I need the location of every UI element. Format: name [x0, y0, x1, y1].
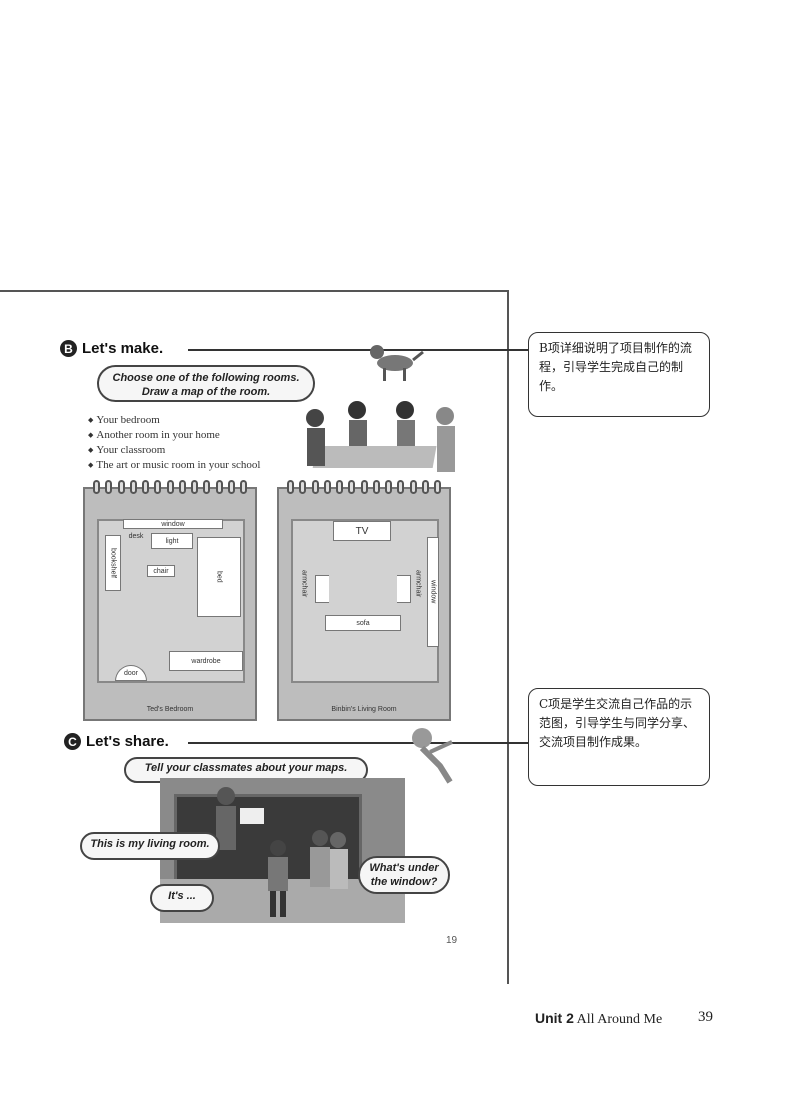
page-number: 39	[698, 1009, 713, 1025]
section-b-heading: B Let's make.	[60, 340, 163, 357]
inner-page-number: 19	[446, 935, 458, 946]
room-option: Another room in your home	[88, 428, 260, 443]
teds-bedroom-caption: Ted's Bedroom	[146, 706, 194, 713]
section-c-title: Let's share.	[86, 733, 169, 750]
window-label: window	[427, 537, 439, 647]
students-illustration	[216, 787, 348, 917]
callout-b-leader	[188, 349, 528, 351]
door-label: door	[115, 665, 147, 681]
bookshelf-label: bookshelf	[105, 535, 121, 591]
children-drawing-illustration	[306, 401, 455, 472]
flying-girl-illustration	[412, 728, 453, 784]
section-c-badge: C	[64, 733, 81, 750]
window-label: window	[123, 519, 223, 529]
section-c-heading: C Let's share.	[64, 733, 169, 750]
footer-unit-title: All Around Me	[576, 1012, 663, 1027]
room-option: The art or music room in your school	[88, 458, 260, 473]
instruction-bubble: Choose one of the following rooms. Draw …	[97, 365, 315, 402]
whats-under-line-2: the window?	[370, 876, 438, 888]
callout-c: C项是学生交流自己作品的示范图，引导学生与同学分享、交流项目制作成果。	[528, 688, 710, 786]
wardrobe-label: wardrobe	[169, 651, 243, 671]
room-option: Your bedroom	[88, 413, 260, 428]
sofa-label: sofa	[325, 615, 401, 631]
section-b-badge: B	[60, 340, 77, 357]
section-b-title: Let's make.	[82, 340, 164, 357]
living-room-bubble: This is my living room.	[80, 832, 220, 860]
instruction-line-2: Draw a map of the room.	[141, 386, 271, 398]
notebook-rings	[287, 480, 441, 494]
binbins-living-room-notebook: TV armchair armchair sofa window Binbin'…	[277, 480, 451, 721]
light-label: light	[165, 537, 179, 545]
room-option: Your classroom	[88, 443, 260, 458]
desk-label: desk	[128, 532, 144, 540]
callout-b: B项详细说明了项目制作的流程，引导学生完成自己的制作。	[528, 332, 710, 417]
tv-label: TV	[333, 521, 391, 541]
callout-c-leader	[188, 742, 528, 744]
bed-label: bed	[197, 537, 241, 617]
teds-room-plan: window desk light bookshelf chair bed do…	[97, 519, 245, 683]
instruction-line-1: Choose one of the following rooms.	[112, 372, 300, 384]
footer-title: Unit 2 All Around Me	[535, 1010, 662, 1028]
armchair-left-label: armchair	[300, 570, 308, 598]
armchair-right-shape	[397, 575, 411, 603]
dog-illustration	[370, 345, 424, 381]
armchair-right-label: armchair	[414, 570, 422, 598]
footer-unit: Unit 2	[535, 1010, 574, 1026]
binbins-living-room-caption: Binbin's Living Room	[331, 706, 397, 713]
notebook-rings	[93, 480, 247, 494]
room-options-list: Your bedroom Another room in your home Y…	[88, 413, 260, 473]
binbins-room-plan: TV armchair armchair sofa window	[291, 519, 439, 683]
desk-light: light	[151, 533, 193, 549]
its-bubble: It's ...	[150, 884, 214, 912]
whats-under-bubble: What's under the window?	[358, 856, 450, 894]
chair-label: chair	[147, 565, 175, 577]
armchair-left-shape	[315, 575, 329, 603]
teds-bedroom-notebook: window desk light bookshelf chair bed do…	[83, 480, 257, 721]
whats-under-line-1: What's under	[369, 862, 439, 874]
